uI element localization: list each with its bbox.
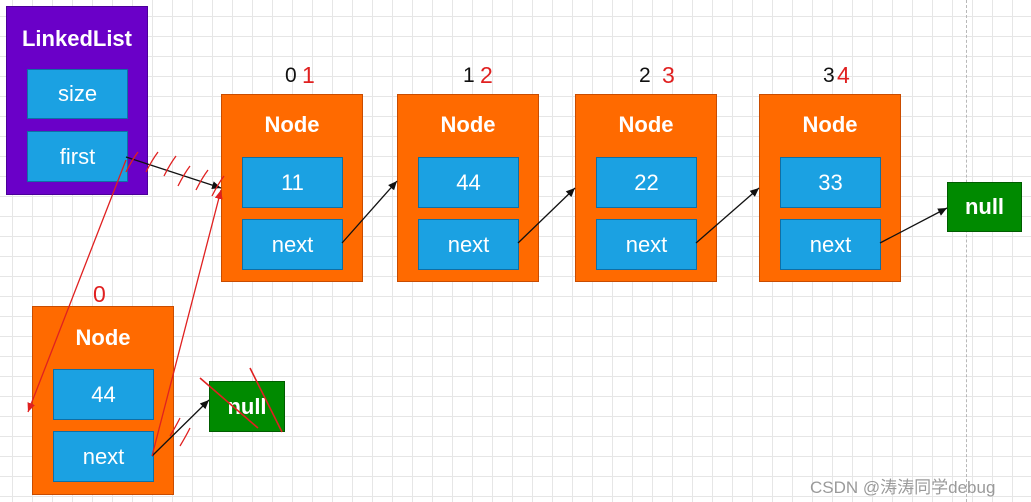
watermark: CSDN @涛涛同学debug [810,478,996,497]
node2-to-node3-arrow [517,187,576,244]
node-2-next: next [418,219,519,270]
node-1-old-index: 0 [285,64,297,87]
node-4-new-index: 4 [837,62,850,88]
new-node-title: Node [75,325,131,350]
node-3: Node 22 next [575,94,717,282]
node-3-new-index: 3 [662,62,675,88]
new-node-index: 0 [93,281,106,307]
first-field: first [27,131,128,182]
first-to-node1-arrow [125,156,222,190]
newnode-to-node1-red-arrow [151,189,223,457]
node-4-old-index: 3 [823,64,835,87]
newnode-to-null-arrow [151,399,210,457]
node-3-value: 22 [596,157,697,208]
node-1-new-index: 1 [302,62,315,88]
node4-to-null-arrow [879,207,948,244]
new-node-value: 44 [53,369,154,420]
node-2: Node 44 next [397,94,539,282]
strike-null-box [199,367,283,433]
new-node-next: next [53,431,154,482]
node-4-next: next [780,219,881,270]
node-1-next: next [242,219,343,270]
node-1: Node 11 next [221,94,363,282]
new-node: Node 44 next [32,306,174,495]
vertical-dashed-guide [966,0,967,502]
node-3-title: Node [618,112,674,137]
node3-to-node4-arrow [695,187,760,244]
size-field: size [27,69,128,119]
strike-newnode-pointer [169,417,191,447]
node-4-value: 33 [780,157,881,208]
node-4-title: Node [802,112,858,137]
node-1-title: Node [264,112,320,137]
crossed-null-box: null [209,381,285,432]
node-2-title: Node [440,112,496,137]
first-to-newnode-red-arrow [27,159,127,413]
linkedlist-title: LinkedList [21,26,132,51]
node-1-value: 11 [242,157,343,208]
node-3-old-index: 2 [639,64,651,87]
node-2-new-index: 2 [480,62,493,88]
node1-to-node2-arrow [341,180,398,244]
strike-first-pointer [125,151,225,197]
tail-null-box: null [947,182,1022,232]
node-4: Node 33 next [759,94,901,282]
node-3-next: next [596,219,697,270]
node-2-value: 44 [418,157,519,208]
node-2-old-index: 1 [463,64,475,87]
